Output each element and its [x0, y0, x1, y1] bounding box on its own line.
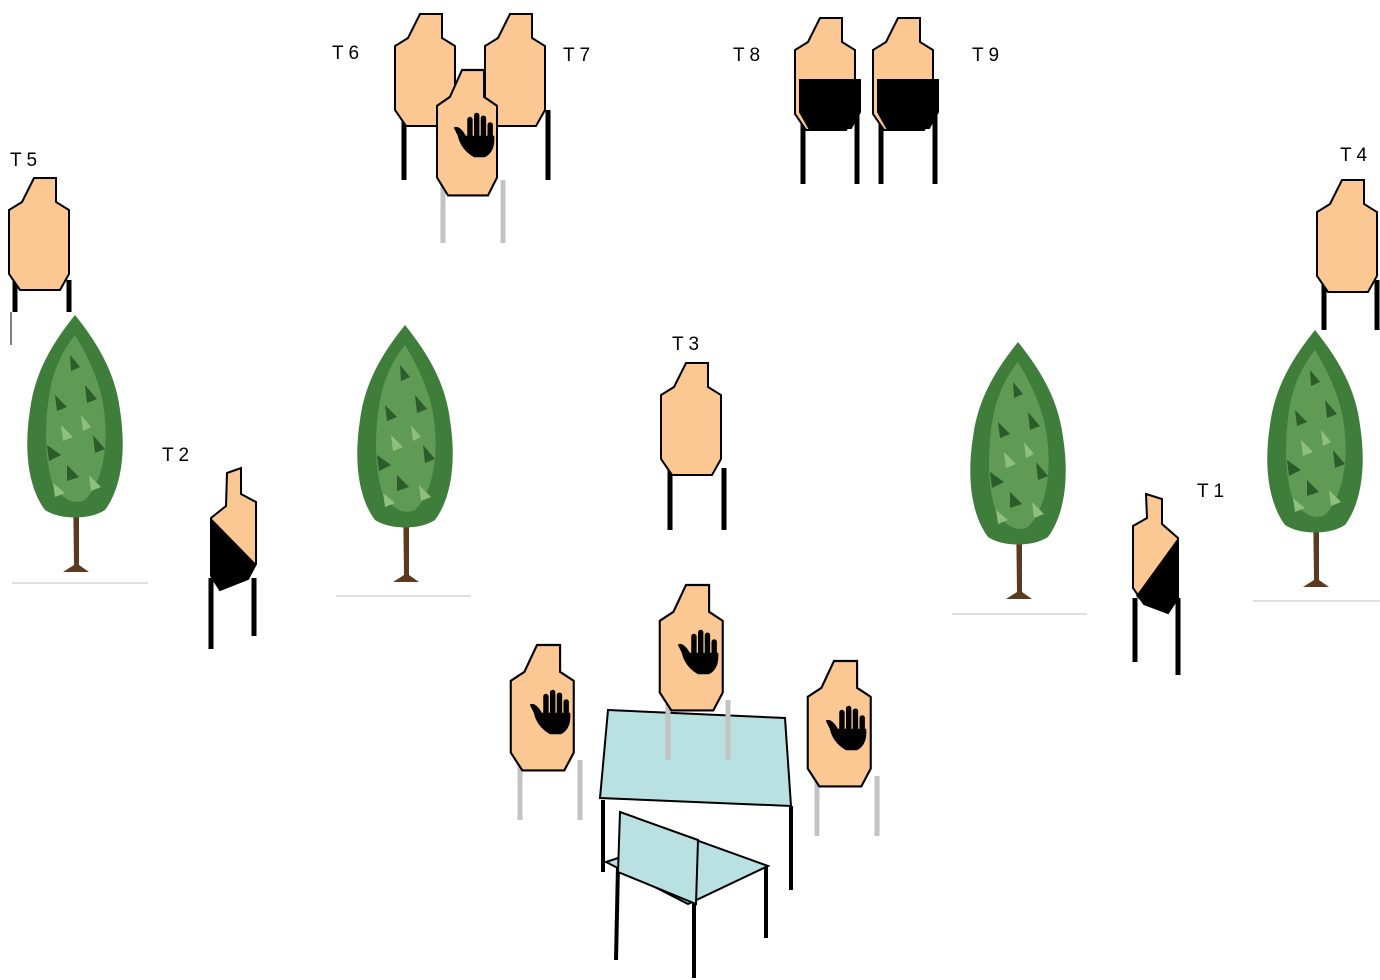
table-top [600, 710, 791, 806]
target-label-t2: T 2 [162, 445, 189, 466]
target-t5: T 5 [9, 150, 69, 345]
target-t8: T 8 [733, 18, 860, 184]
tree-right-outer [1253, 330, 1380, 601]
target-t3: T 3 [661, 334, 724, 530]
chair-back [618, 812, 698, 904]
target-silhouette [1317, 180, 1377, 292]
target-silhouette [661, 363, 721, 475]
target-silhouette [9, 178, 69, 290]
tree-left-inner [336, 325, 471, 596]
target-label-t9: T 9 [972, 45, 999, 66]
target-t1: T 1 [1133, 481, 1224, 675]
no-shoot-right [808, 661, 877, 836]
target-t2: T 2 [162, 445, 256, 649]
target-label-t1: T 1 [1197, 481, 1224, 502]
tree-icon [1267, 330, 1362, 587]
tree-icon [357, 325, 452, 582]
target-label-t5: T 5 [10, 150, 37, 171]
tree-icon [27, 315, 122, 572]
tree-icon [970, 342, 1065, 599]
chair [606, 812, 768, 978]
target-label-t4: T 4 [1340, 145, 1368, 166]
tree-right-inner [952, 342, 1087, 614]
target-label-t3: T 3 [672, 334, 699, 355]
target-t9: T 9 [873, 18, 999, 184]
target-label-t7: T 7 [563, 45, 590, 66]
target-t7: T 7 [485, 14, 590, 180]
tree-left-outer [12, 315, 148, 583]
target-t4: T 4 [1317, 145, 1377, 330]
target-label-t8: T 8 [733, 45, 760, 66]
target-label-t6: T 6 [332, 43, 359, 64]
no-shoot-left [511, 645, 580, 820]
